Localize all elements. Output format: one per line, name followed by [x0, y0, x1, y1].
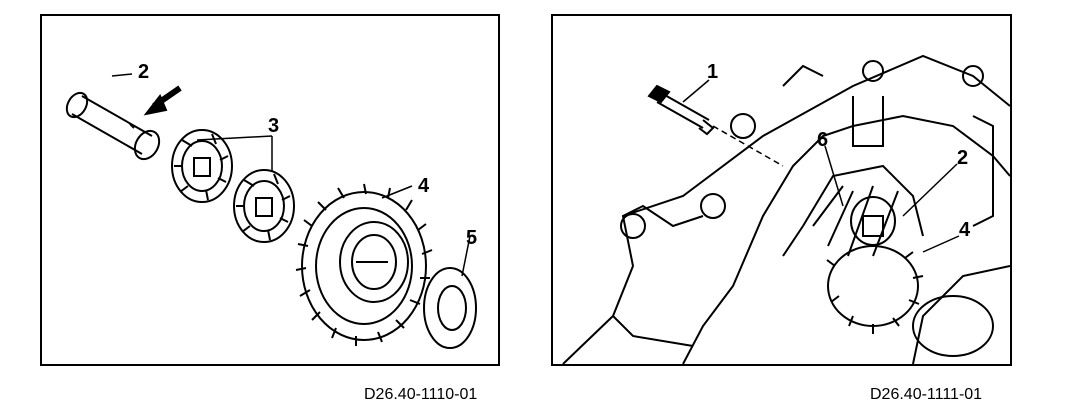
figure-caption: D26.40-1111-01 [870, 386, 983, 403]
callout-label: 2 [957, 147, 968, 169]
gearbox-housing-drawing: 1 6 2 4 [562, 54, 1010, 364]
needle-bearing-1 [171, 129, 233, 203]
leader-lines [682, 79, 960, 253]
callout-label: 4 [418, 175, 430, 197]
leader-lines [111, 73, 471, 277]
bolt [647, 84, 715, 136]
alignment-line [712, 125, 784, 167]
shaft [65, 91, 161, 161]
callout-label: 6 [817, 129, 828, 151]
callout-label: 4 [959, 219, 971, 241]
thrust-washer [423, 267, 477, 349]
insertion-arrow [143, 85, 182, 116]
callout-label: 3 [268, 115, 279, 137]
callout-label: 2 [138, 61, 149, 83]
exploded-gear-drawing: 2 3 4 5 [65, 61, 477, 349]
gear-assembly [782, 164, 924, 334]
exploded-view-panel: 2 3 4 5 [40, 14, 500, 366]
callout-label: 5 [466, 227, 477, 249]
gearbox-housing [562, 54, 1010, 364]
assembly-view-panel: 1 6 2 4 [551, 14, 1012, 366]
figure-caption: D26.40-1110-01 [364, 386, 478, 403]
needle-bearing-2 [233, 169, 295, 243]
gear [295, 183, 433, 346]
callout-label: 1 [707, 61, 718, 83]
